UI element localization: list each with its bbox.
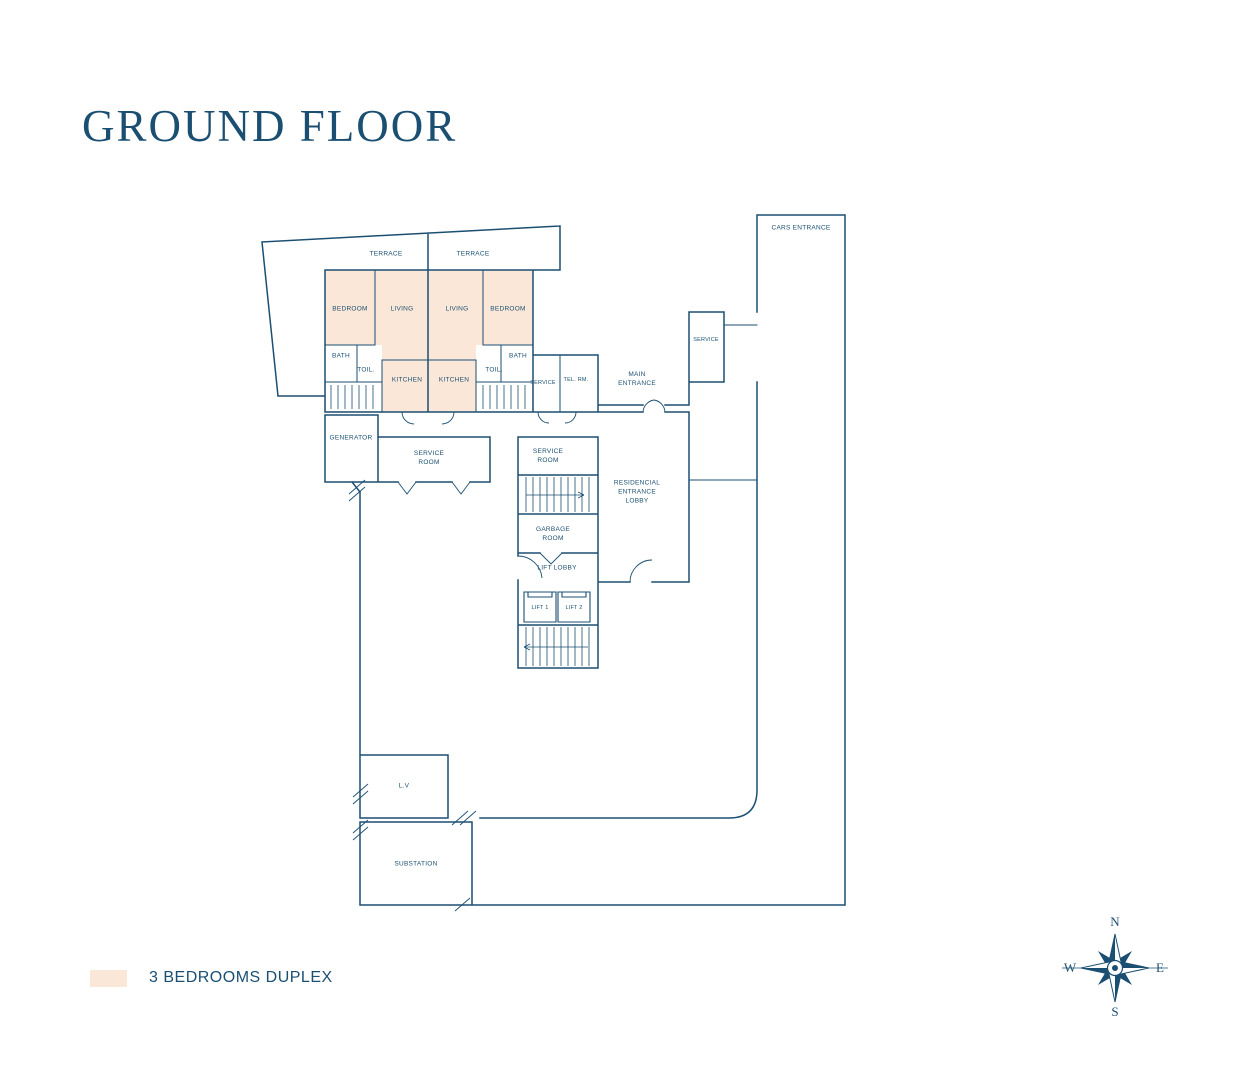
compass-label-south: S [1111, 1004, 1118, 1019]
room-label-cars-entrance: CARS ENTRANCE [771, 224, 831, 232]
compass-label-north: N [1110, 914, 1120, 929]
room-label-living-right: LIVING [445, 305, 469, 313]
room-label-substation: SUBSTATION [394, 860, 438, 868]
room-label-lift-lobby: LIFT LOBBY [537, 564, 577, 572]
room-label-bath-right: BATH [509, 352, 527, 360]
legend: 3 BEDROOMS DUPLEX [90, 969, 333, 987]
room-label-service-room-east: SERVICE ROOM [532, 447, 564, 464]
wall-break-marks [348, 479, 563, 912]
room-label-main-entrance: MAIN ENTRANCE [618, 370, 656, 387]
room-label-bedroom-left: BEDROOM [332, 305, 368, 313]
bath-toilet-right-cutout [476, 345, 533, 382]
room-label-service-room-west: SERVICE ROOM [413, 449, 445, 466]
room-label-generator: GENERATOR [329, 434, 373, 442]
stairs-hatching [330, 385, 590, 666]
room-label-residential-lobby: RESIDENCIAL ENTRANCE LOBBY [613, 479, 661, 505]
room-label-kitchen-right: KITCHEN [438, 376, 470, 384]
room-label-bath-left: BATH [332, 352, 350, 360]
legend-label-3-bedrooms-duplex: 3 BEDROOMS DUPLEX [149, 969, 333, 986]
room-label-tel-room: TEL. RM. [563, 377, 589, 384]
room-label-terrace-right: TERRACE [456, 250, 490, 258]
room-label-terrace-left: TERRACE [369, 250, 403, 258]
room-label-kitchen-left: KITCHEN [391, 376, 423, 384]
room-label-lift-2: LIFT 2 [565, 605, 583, 612]
room-label-garbage-room: GARBAGE ROOM [536, 525, 570, 542]
stairs-left-cutout [326, 382, 382, 411]
compass-label-west: W [1064, 960, 1077, 975]
room-label-lift-1: LIFT 1 [531, 605, 549, 612]
room-label-service-mid: SERVICE [530, 380, 556, 387]
lift-shafts [523, 591, 591, 623]
room-label-toilet-left: TOIL. [357, 366, 375, 374]
compass-hub-dot [1112, 965, 1118, 971]
room-label-lv: L.V [398, 782, 410, 790]
room-label-living-left: LIVING [390, 305, 414, 313]
room-label-toilet-right: TOIL. [485, 366, 503, 374]
legend-swatch-3-bedrooms-duplex [90, 969, 127, 987]
walls-internal [324, 269, 758, 481]
bath-toilet-left-cutout [325, 345, 382, 382]
compass-label-east: E [1156, 960, 1164, 975]
door-arcs [401, 399, 666, 583]
compass: N S W E [1062, 914, 1168, 1019]
page-title: GROUND FLOOR [82, 101, 458, 151]
walls-primary [261, 214, 846, 906]
room-label-bedroom-right: BEDROOM [490, 305, 526, 313]
room-label-service-upper: SERVICE [693, 337, 719, 344]
